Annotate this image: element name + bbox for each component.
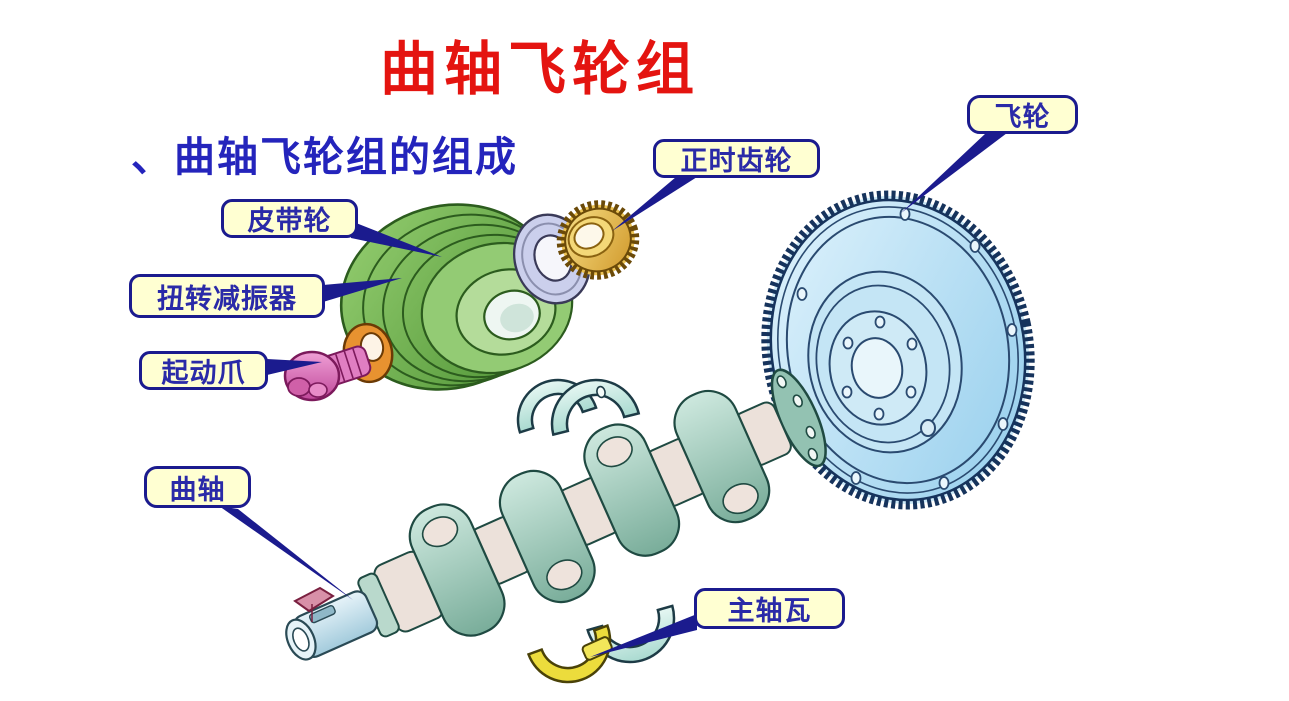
callout-main-bearing: 主轴瓦: [694, 588, 845, 629]
callout-timing-gear-label: 正时齿轮: [680, 146, 793, 176]
timing-gear-drawing: [556, 200, 640, 280]
callout-belt-pulley: 皮带轮: [221, 199, 358, 238]
callout-main-bearing-label: 主轴瓦: [727, 596, 812, 626]
callout-torsional-damper-label: 扭转减振器: [157, 283, 297, 314]
callout-timing-gear: 正时齿轮: [653, 139, 820, 178]
callout-starting-claw-label: 起动爪: [161, 358, 246, 388]
crankshaft-drawing: [285, 368, 827, 661]
page-title: 曲轴飞轮组: [379, 37, 700, 102]
leader-lines: [219, 133, 1007, 657]
callout-flywheel-label: 飞轮: [994, 102, 1051, 132]
callout-belt-pulley-label: 皮带轮: [247, 206, 332, 236]
callout-flywheel: 飞轮: [967, 95, 1078, 134]
callout-torsional-damper: 扭转减振器: [129, 274, 325, 318]
callout-crankshaft-label: 曲轴: [169, 474, 226, 505]
woodruff-key-drawing: [293, 586, 335, 622]
lower-bearing-shells-drawing: [526, 604, 676, 684]
callout-starting-claw: 起动爪: [139, 351, 268, 390]
section-heading: 、曲轴飞轮组的组成: [131, 134, 518, 180]
starting-claw-drawing: [283, 345, 372, 402]
upper-bearing-shells-drawing: [516, 378, 641, 437]
callout-crankshaft: 曲轴: [144, 466, 251, 508]
flywheel-drawing: [761, 190, 1035, 510]
